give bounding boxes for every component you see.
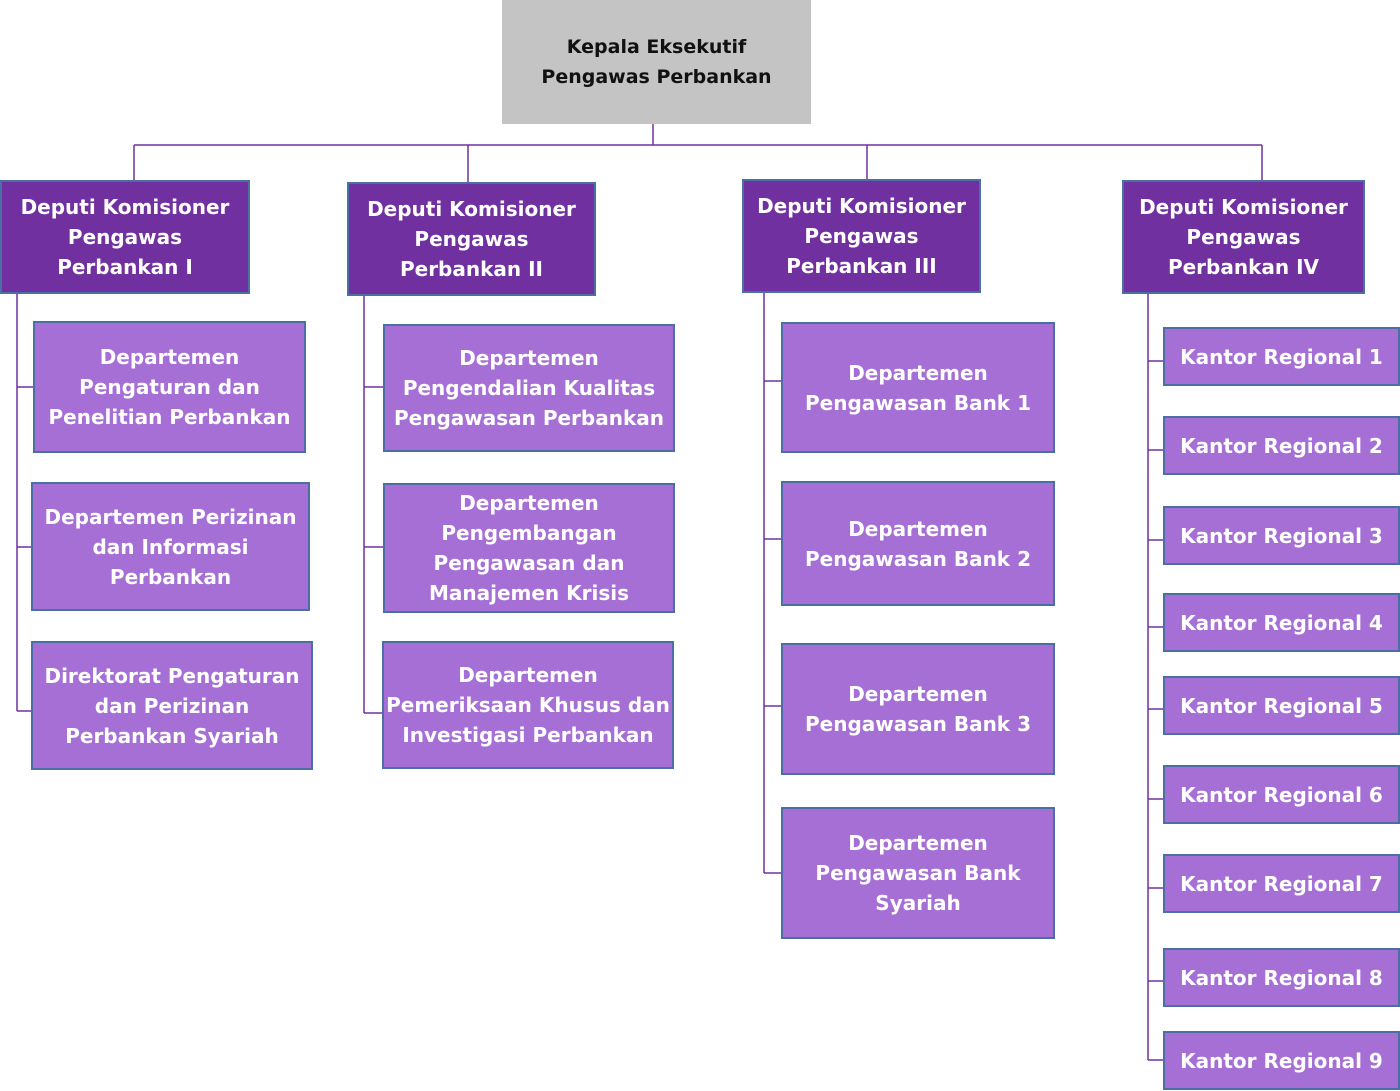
kantor-regional-node: Kantor Regional 9 bbox=[1163, 1031, 1400, 1090]
unit-node: Departemen Pemeriksaan Khusus dan Invest… bbox=[382, 641, 674, 769]
unit-node-label: Departemen Perizinan dan Informasi Perba… bbox=[44, 504, 297, 589]
kantor-regional-node: Kantor Regional 4 bbox=[1163, 593, 1400, 652]
unit-node-label: Departemen Pengembangan Pengawasan dan M… bbox=[428, 491, 630, 605]
deputy-node-2: Deputi Komisioner Pengawas Perbankan II bbox=[347, 182, 596, 296]
unit-node: Departemen Pengawasan Bank Syariah bbox=[781, 807, 1055, 939]
unit-node-label: Kantor Regional 6 bbox=[1180, 782, 1383, 807]
unit-node: Departemen Pengaturan dan Penelitian Per… bbox=[33, 321, 306, 453]
unit-node: Departemen Pengawasan Bank 3 bbox=[781, 643, 1055, 775]
unit-node-label: Departemen Pengawasan Bank 3 bbox=[804, 682, 1031, 736]
unit-node-label: Kantor Regional 4 bbox=[1180, 610, 1383, 635]
unit-node-label: Departemen Pengawasan Bank 2 bbox=[804, 516, 1031, 571]
unit-node: Departemen Perizinan dan Informasi Perba… bbox=[31, 482, 310, 611]
unit-node-label: Direktorat Pengaturan dan Perizinan Perb… bbox=[44, 663, 300, 748]
unit-node-label: Departemen Pengendalian Kualitas Pengawa… bbox=[393, 346, 665, 430]
deputy-node-4: Deputi Komisioner Pengawas Perbankan IV bbox=[1122, 180, 1365, 294]
unit-node-label: Kantor Regional 5 bbox=[1180, 693, 1383, 718]
deputy-node-3: Deputi Komisioner Pengawas Perbankan III bbox=[742, 179, 981, 293]
unit-node-label: Kantor Regional 9 bbox=[1180, 1048, 1383, 1073]
unit-node-label: Kantor Regional 2 bbox=[1180, 433, 1383, 458]
unit-node-label: Departemen Pengaturan dan Penelitian Per… bbox=[48, 345, 291, 429]
unit-node-label: Departemen Pemeriksaan Khusus dan Invest… bbox=[386, 663, 670, 747]
deputy-node-label: Deputi Komisioner Pengawas Perbankan II bbox=[367, 197, 576, 281]
kantor-regional-node: Kantor Regional 7 bbox=[1163, 854, 1400, 913]
kantor-regional-node: Kantor Regional 2 bbox=[1163, 416, 1400, 475]
unit-node: Departemen Pengendalian Kualitas Pengawa… bbox=[383, 324, 675, 452]
root-node-label: Kepala Eksekutif Pengawas Perbankan bbox=[541, 36, 772, 88]
unit-node-label: Departemen Pengawasan Bank 1 bbox=[804, 360, 1031, 415]
unit-node-label: Kantor Regional 8 bbox=[1180, 965, 1383, 990]
root-node-kepala-eksekutif: Kepala Eksekutif Pengawas Perbankan bbox=[502, 0, 811, 124]
deputy-node-1: Deputi Komisioner Pengawas Perbankan I bbox=[0, 180, 250, 294]
unit-node: Departemen Pengawasan Bank 2 bbox=[781, 481, 1055, 606]
unit-node: Departemen Pengembangan Pengawasan dan M… bbox=[383, 483, 675, 613]
unit-node-label: Departemen Pengawasan Bank Syariah bbox=[815, 831, 1021, 915]
kantor-regional-node: Kantor Regional 8 bbox=[1163, 948, 1400, 1007]
kantor-regional-node: Kantor Regional 6 bbox=[1163, 765, 1400, 824]
deputy-node-label: Deputi Komisioner Pengawas Perbankan IV bbox=[1139, 195, 1348, 279]
deputy-node-label: Deputi Komisioner Pengawas Perbankan III bbox=[757, 194, 966, 278]
kantor-regional-node: Kantor Regional 1 bbox=[1163, 327, 1400, 386]
unit-node: Departemen Pengawasan Bank 1 bbox=[781, 322, 1055, 453]
unit-node: Direktorat Pengaturan dan Perizinan Perb… bbox=[31, 641, 313, 770]
kantor-regional-node: Kantor Regional 5 bbox=[1163, 676, 1400, 735]
deputy-node-label: Deputi Komisioner Pengawas Perbankan I bbox=[20, 195, 230, 279]
unit-node-label: Kantor Regional 1 bbox=[1180, 344, 1383, 369]
kantor-regional-node: Kantor Regional 3 bbox=[1163, 506, 1400, 565]
unit-node-label: Kantor Regional 3 bbox=[1180, 523, 1383, 548]
unit-node-label: Kantor Regional 7 bbox=[1180, 871, 1383, 896]
